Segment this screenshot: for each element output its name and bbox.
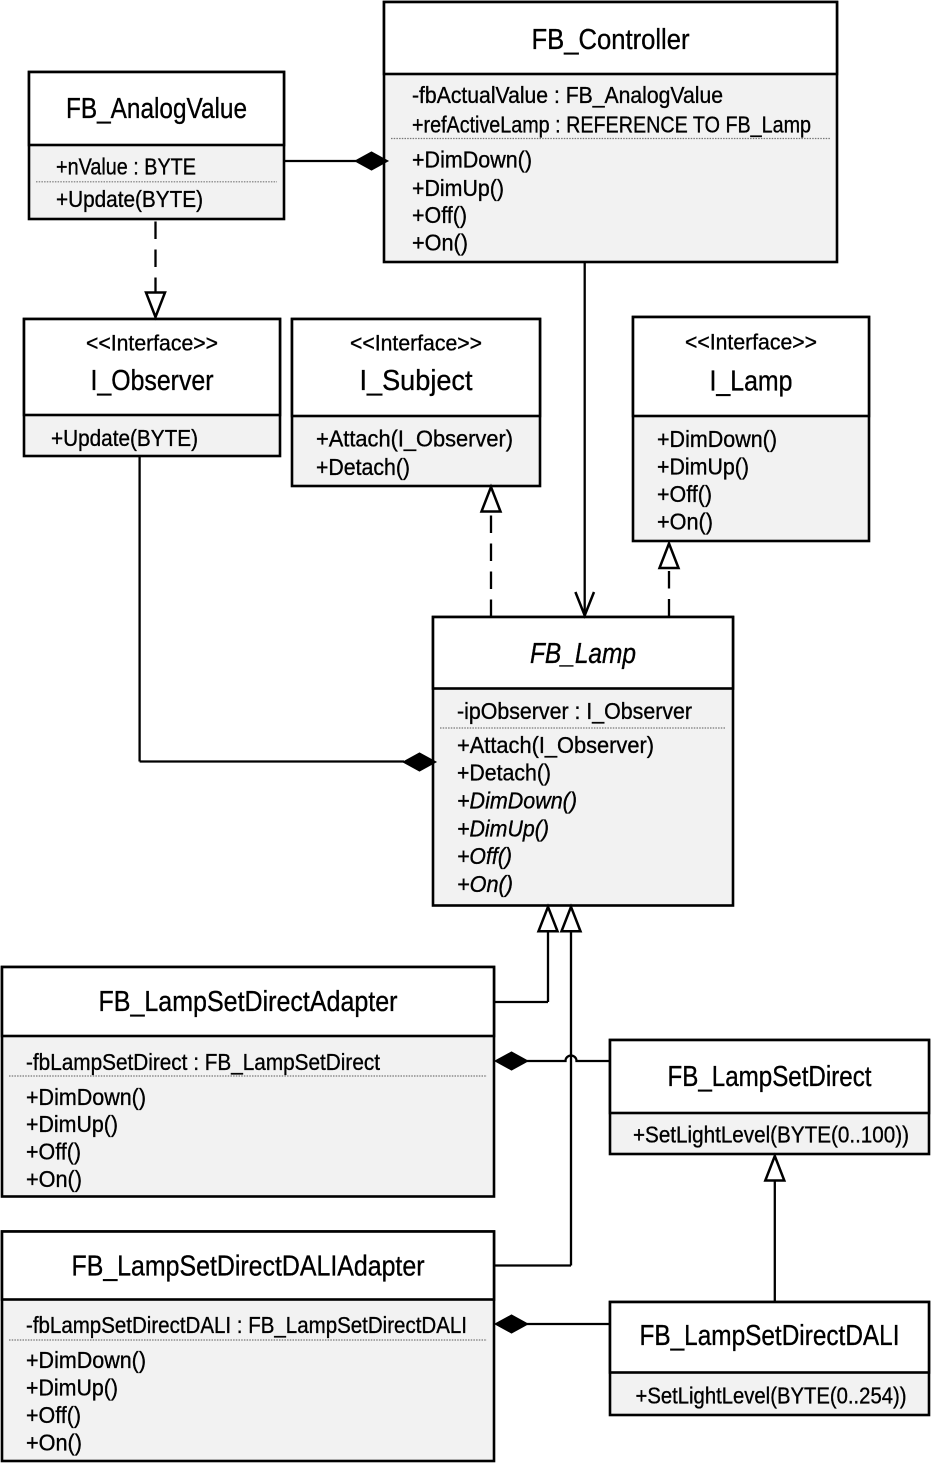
svg-text:-fbLampSetDirect : FB_LampSetD: -fbLampSetDirect : FB_LampSetDirect [26,1049,381,1075]
svg-text:+DimUp(): +DimUp() [26,1111,118,1137]
svg-text:+Detach(): +Detach() [457,760,551,786]
svg-text:I_Lamp: I_Lamp [710,365,793,397]
svg-text:+DimDown(): +DimDown() [657,426,777,452]
svg-text:+DimDown(): +DimDown() [412,146,532,172]
svg-text:+On(): +On() [457,871,513,897]
svg-text:FB_LampSetDirect: FB_LampSetDirect [668,1061,872,1093]
svg-text:+DimUp(): +DimUp() [657,454,749,480]
svg-text:+On(): +On() [26,1430,82,1456]
svg-text:+Attach(I_Observer): +Attach(I_Observer) [316,425,513,451]
svg-text:+On(): +On() [26,1166,82,1192]
svg-text:FB_AnalogValue: FB_AnalogValue [66,93,247,125]
svg-text:+DimDown(): +DimDown() [457,787,577,813]
svg-text:+Off(): +Off() [412,202,467,228]
svg-text:FB_LampSetDirectDALIAdapter: FB_LampSetDirectDALIAdapter [72,1250,425,1282]
svg-text:FB_LampSetDirectDALI: FB_LampSetDirectDALI [640,1320,900,1352]
svg-text:+On(): +On() [412,230,468,256]
svg-text:FB_LampSetDirectAdapter: FB_LampSetDirectAdapter [99,986,398,1018]
svg-text:+DimDown(): +DimDown() [26,1347,146,1373]
svg-text:+nValue : BYTE: +nValue : BYTE [56,153,196,179]
svg-text:+DimUp(): +DimUp() [457,815,549,841]
svg-text:+On(): +On() [657,508,713,534]
svg-text:+SetLightLevel(BYTE(0..100)): +SetLightLevel(BYTE(0..100)) [633,1122,909,1148]
svg-text:-ipObserver : I_Observer: -ipObserver : I_Observer [457,698,692,724]
svg-text:-fbLampSetDirectDALI : FB_Lamp: -fbLampSetDirectDALI : FB_LampSetDirectD… [26,1312,467,1338]
svg-text:+Off(): +Off() [26,1402,81,1428]
svg-text:I_Subject: I_Subject [360,365,473,397]
svg-text:+refActiveLamp : REFERENCE TO: +refActiveLamp : REFERENCE TO FB_Lamp [412,111,811,137]
svg-text:I_Observer: I_Observer [91,365,214,397]
svg-text:+DimUp(): +DimUp() [26,1375,118,1401]
svg-text:<<Interface>>: <<Interface>> [685,329,817,354]
svg-text:FB_Controller: FB_Controller [532,24,690,56]
svg-text:<<Interface>>: <<Interface>> [86,330,218,355]
svg-text:<<Interface>>: <<Interface>> [350,330,482,355]
svg-text:+Detach(): +Detach() [316,454,410,480]
svg-text:-fbActualValue : FB_AnalogValu: -fbActualValue : FB_AnalogValue [412,82,723,108]
svg-text:+Update(BYTE): +Update(BYTE) [56,186,203,212]
svg-text:+Attach(I_Observer): +Attach(I_Observer) [457,732,654,758]
svg-text:FB_Lamp: FB_Lamp [530,638,636,670]
svg-text:+Off(): +Off() [26,1139,81,1165]
svg-text:+SetLightLevel(BYTE(0..254)): +SetLightLevel(BYTE(0..254)) [636,1382,907,1408]
svg-text:+DimUp(): +DimUp() [412,175,504,201]
svg-text:+Off(): +Off() [457,843,512,869]
svg-text:+Off(): +Off() [657,481,712,507]
svg-text:+DimDown(): +DimDown() [26,1084,146,1110]
svg-text:+Update(BYTE): +Update(BYTE) [51,425,198,451]
